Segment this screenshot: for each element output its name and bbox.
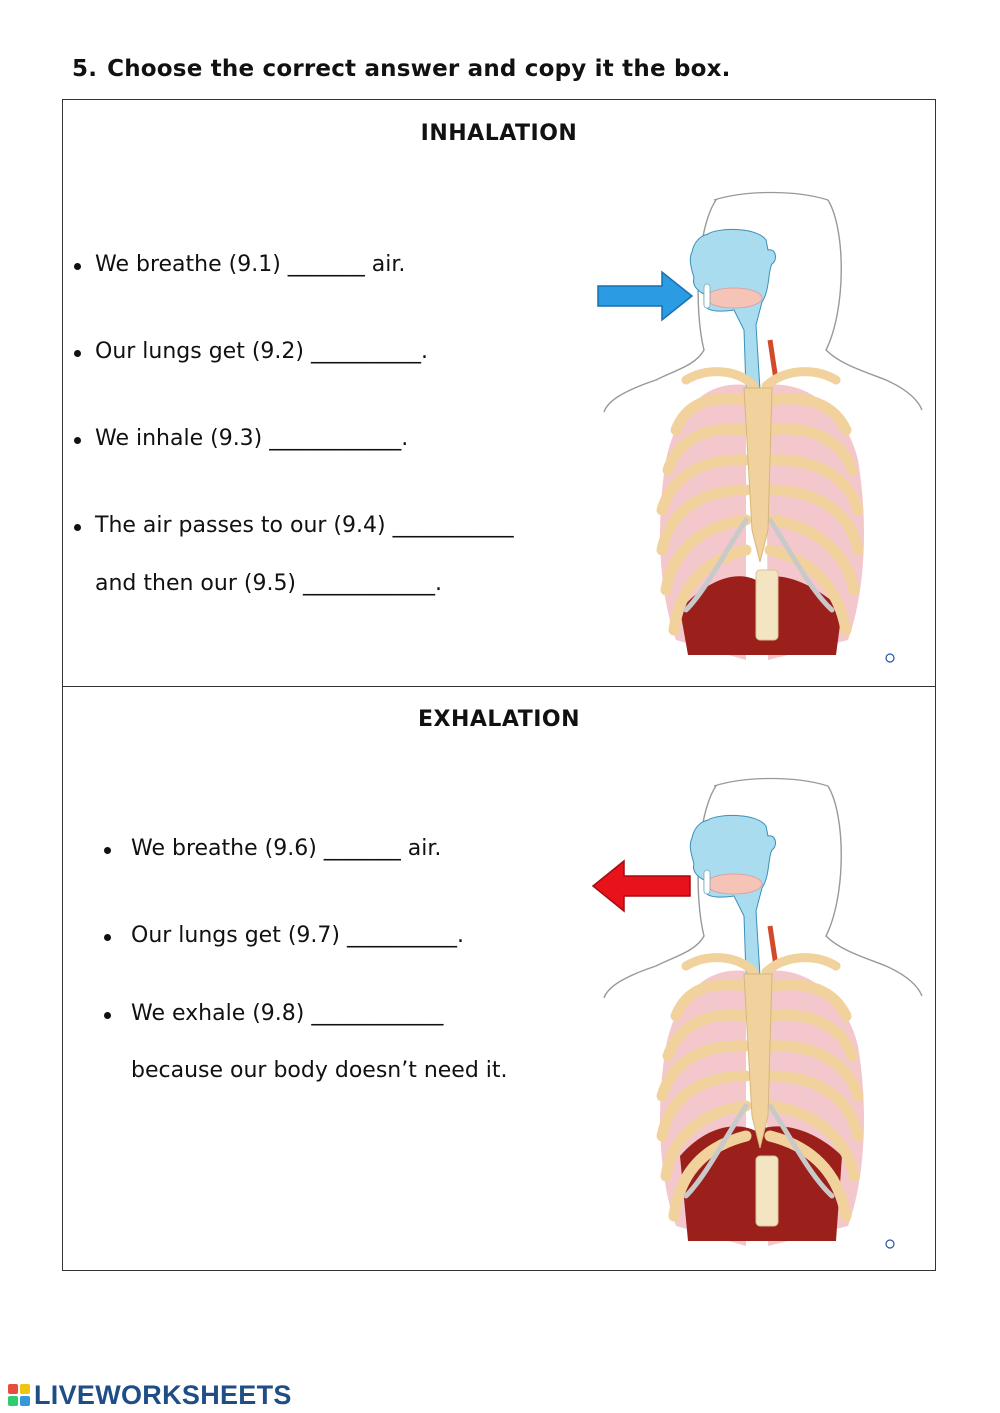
bullet-icon [74, 524, 81, 531]
respiratory-system-exhalation-diagram [603, 777, 923, 1249]
liveworksheets-logo-icon [8, 1384, 30, 1406]
exhalation-line-9-6: We breathe (9.6) _______ air. [131, 836, 442, 861]
exercise-instruction: Choose the correct answer and copy it th… [107, 56, 731, 82]
exercise-heading: 5. Choose the correct answer and copy it … [72, 56, 731, 82]
exhalation-title: EXHALATION [417, 707, 581, 732]
exercise-frame [62, 99, 936, 1271]
bullet-icon [74, 437, 81, 444]
exhale-arrow-icon [591, 859, 691, 913]
section-divider [62, 686, 936, 687]
inhale-arrow-icon [597, 270, 694, 322]
exhalation-line-9-7: Our lungs get (9.7) __________. [131, 923, 464, 948]
inhalation-line-9-2: Our lungs get (9.2) __________. [95, 339, 428, 364]
bullet-icon [104, 1012, 111, 1019]
respiratory-system-inhalation-diagram [603, 191, 923, 663]
inhalation-line-9-3: We inhale (9.3) ____________. [95, 426, 409, 451]
bullet-icon [74, 350, 81, 357]
inhalation-line-9-1: We breathe (9.1) _______ air. [95, 252, 406, 277]
bullet-icon [74, 263, 81, 270]
bullet-icon [104, 847, 111, 854]
liveworksheets-logo[interactable]: LIVEWORKSHEETS [8, 1380, 292, 1410]
inhalation-title: INHALATION [420, 121, 578, 146]
inhalation-line-9-5: and then our (9.5) ____________. [95, 571, 443, 596]
inhalation-line-9-4: The air passes to our (9.4) ___________ [95, 513, 514, 538]
exhalation-line-9-8: We exhale (9.8) ____________ [131, 1001, 444, 1026]
liveworksheets-brand: LIVEWORKSHEETS [34, 1379, 292, 1410]
bullet-icon [104, 934, 111, 941]
exhalation-line-reason: because our body doesn’t need it. [131, 1058, 508, 1083]
exercise-number: 5. [72, 56, 98, 82]
